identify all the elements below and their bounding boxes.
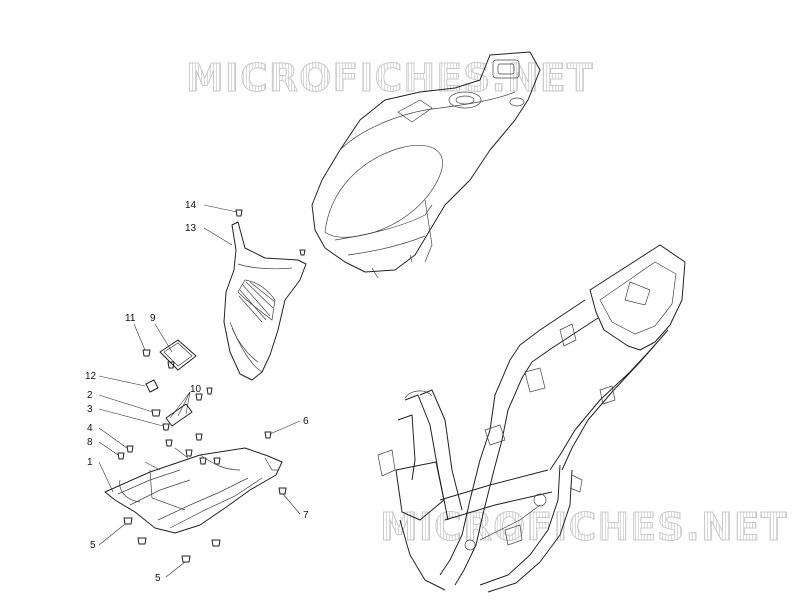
callout-12: 12: [85, 371, 97, 382]
callout-5-left: 5: [90, 540, 96, 551]
callout-8: 8: [87, 437, 93, 448]
leg-shield-part-13: [223, 221, 307, 381]
screw-part-14: [235, 209, 306, 256]
cover-plate-part-9: [159, 339, 197, 371]
watermark-bottom: MICROFICHES.NET: [380, 505, 788, 550]
callout-10: 10: [190, 384, 202, 395]
callout-9: 9: [150, 313, 156, 324]
callout-11: 11: [125, 313, 136, 324]
callout-13: 13: [185, 223, 197, 234]
callout-3: 3: [87, 404, 93, 415]
small-fasteners: [117, 349, 287, 563]
callout-5-bottom: 5: [155, 573, 161, 584]
leader-lines: [98, 204, 301, 578]
callout-2: 2: [87, 390, 93, 401]
callout-4: 4: [87, 423, 93, 434]
callout-14: 14: [185, 200, 197, 211]
callout-1: 1: [87, 457, 93, 468]
frame-body-shell: [311, 51, 541, 279]
watermark-top: MICROFICHES.NET: [186, 56, 594, 101]
callout-numbers: 14 13 11 9 12 2 10 3 4 8 6 1 7 5 5: [85, 200, 309, 584]
footboard-part-1: [104, 447, 283, 534]
tubular-frame: [377, 244, 686, 593]
callout-6: 6: [303, 416, 309, 427]
callout-7: 7: [303, 510, 309, 521]
